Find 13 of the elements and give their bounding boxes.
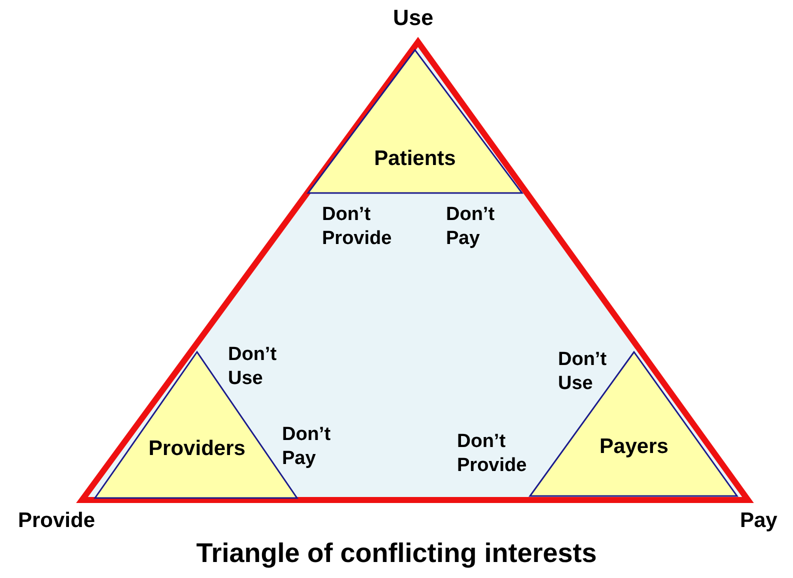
side-label: Don’t Provide	[457, 430, 528, 478]
side-label: Don’t Provide	[322, 203, 393, 251]
side-label: Don’t Use	[558, 348, 608, 396]
corner-label: Use	[393, 6, 434, 30]
corner-label: Provide	[18, 509, 96, 533]
corner-label: Pay	[740, 509, 778, 533]
side-label: Don’t Pay	[282, 423, 332, 471]
side-label: Don’t Use	[228, 343, 278, 391]
node-label: Payers	[600, 435, 668, 459]
node-label: Patients	[374, 147, 456, 171]
caption: Triangle of conflicting interests	[195, 538, 598, 569]
node-label: Providers	[148, 437, 246, 461]
side-label: Don’t Pay	[446, 203, 496, 251]
